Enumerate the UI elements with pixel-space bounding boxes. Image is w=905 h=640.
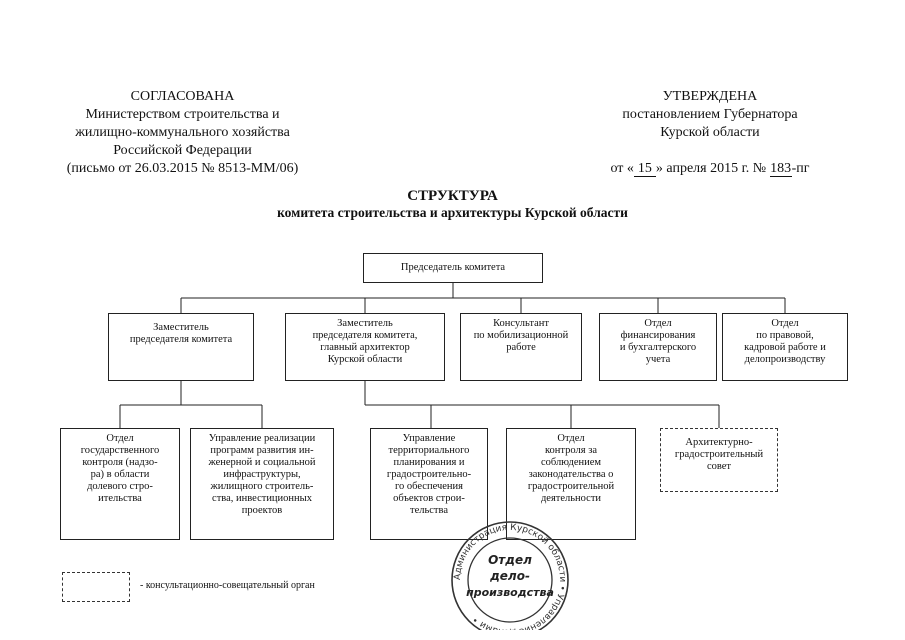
org-box-label: тельства (409, 505, 448, 516)
org-box-label: финансирования (620, 330, 696, 341)
stamp-center-line: производства (466, 586, 554, 599)
approved-date-prefix: от « (610, 161, 634, 176)
org-box-label: объектов строи- (393, 493, 465, 504)
approved-block: УТВЕРЖДЕНА постановлением Губернатора Ку… (590, 88, 830, 142)
agreed-line: жилищно-коммунального хозяйства (75, 125, 290, 140)
org-box-label: по мобилизационной (473, 330, 569, 341)
agreed-block: СОГЛАСОВАНА Министерством строительства … (40, 88, 325, 178)
org-box-shared-construction-control: Отдел государственного контроля (надзо- … (60, 428, 180, 540)
org-box-label: соблюдением (540, 457, 602, 468)
approved-date-line: от «15» апреля 2015 г. № 183-пг (580, 160, 840, 178)
approved-title: УТВЕРЖДЕНА (662, 89, 758, 104)
org-box-label: Курской области (327, 354, 403, 365)
org-box-label: градостроительно- (386, 469, 472, 480)
org-box-label: председателя комитета, (312, 330, 418, 341)
doc-subtitle: комитета строительства и архитектуры Кур… (277, 205, 628, 220)
org-box-label: Отдел (644, 318, 672, 329)
org-box-label: Управление реализации (208, 433, 316, 444)
org-box-chairman: Председатель комитета (363, 253, 543, 283)
legend-dashed-box (62, 572, 130, 602)
agreed-title: СОГЛАСОВАНА (130, 89, 235, 104)
stamp-inner-ring (467, 537, 553, 623)
org-box-label: жилищного строитель- (210, 481, 314, 492)
org-box-infrastructure-programs: Управление реализации программ развития … (190, 428, 334, 540)
org-box-urban-planning-law-control: Отдел контроля за соблюдением законодате… (506, 428, 636, 540)
org-box-label: совет (706, 461, 732, 472)
org-box-label: программ развития ин- (210, 445, 314, 456)
org-box-label: Отдел (106, 433, 134, 444)
org-box-label: по правовой, (756, 330, 814, 341)
org-box-label: контроля за (544, 445, 598, 456)
org-box-finance-department: Отдел финансирования и бухгалтерского уч… (599, 313, 717, 381)
org-box-label: делопроизводству (744, 354, 826, 365)
org-box-legal-hr-department: Отдел по правовой, кадровой работе и дел… (722, 313, 848, 381)
org-box-label: проектов (241, 505, 283, 516)
org-box-label: долевого стро- (87, 481, 153, 492)
org-box-territorial-planning: Управление территориального планирования… (370, 428, 488, 540)
approved-day: 15 (633, 162, 656, 177)
org-box-label: контроля (надзо- (82, 457, 158, 468)
org-box-label: ра) в области (90, 469, 150, 480)
org-box-label: Консультант (493, 318, 549, 329)
org-box-label: территориального (388, 445, 470, 456)
org-box-label: Заместитель (337, 318, 393, 329)
agreed-line: Российской Федерации (113, 143, 252, 158)
org-box-label: Заместитель (153, 322, 209, 333)
org-box-label: градостроительный (674, 449, 764, 460)
org-box-label: Отдел (557, 433, 585, 444)
org-box-label: ства, инвестиционных (212, 493, 312, 504)
org-box-label: председателя комитета (129, 334, 233, 345)
approved-line: Курской области (660, 125, 760, 140)
approved-date-middle: » апреля 2015 г. № (655, 161, 767, 176)
stamp-center-line: дело- (489, 569, 530, 583)
org-box-label: градостроительной (527, 481, 615, 492)
office-stamp: Администрация Курской области • Управлен… (451, 521, 569, 630)
org-box-label: го обеспечения (395, 481, 463, 492)
org-box-label: Управление (402, 433, 456, 444)
org-box-label: кадровой работе и (744, 342, 826, 353)
approved-number-suffix: -пг (791, 161, 810, 176)
org-box-label: ительства (98, 493, 142, 504)
org-box-label: Председатель комитета (400, 262, 506, 273)
org-box-label: Архитектурно- (685, 437, 753, 448)
org-box-label: инфраструктуры, (223, 469, 301, 480)
approved-line: постановлением Губернатора (622, 107, 798, 122)
org-box-label: учета (645, 354, 671, 365)
org-box-mobilization-consultant: Консультант по мобилизационной работе (460, 313, 582, 381)
org-box-label: женерной и социальной (208, 457, 316, 468)
agreed-line: (письмо от 26.03.2015 № 8513-ММ/06) (66, 161, 299, 176)
org-box-label: и бухгалтерского (619, 342, 697, 353)
approved-number: 183 (769, 161, 792, 177)
org-box-label: деятельности (540, 493, 602, 504)
stamp-center-line: Отдел (488, 553, 532, 567)
legend-text: - консультационно-совещательный орган (140, 580, 315, 591)
org-box-architecture-council: Архитектурно- градостроительный совет (660, 428, 778, 492)
doc-title: СТРУКТУРА (407, 188, 498, 204)
org-box-deputy-chief-architect: Заместитель председателя комитета, главн… (285, 313, 445, 381)
org-box-label: планирования и (393, 457, 465, 468)
org-box-label: главный архитектор (320, 342, 410, 353)
agreed-line: Министерством строительства и (85, 107, 280, 122)
stamp-outer-ring (451, 521, 569, 630)
org-box-label: работе (506, 342, 536, 353)
org-box-label: законодательства о (528, 469, 614, 480)
org-box-label: государственного (80, 445, 160, 456)
org-box-label: Отдел (771, 318, 799, 329)
org-box-deputy-chairman: Заместитель председателя комитета (108, 313, 254, 381)
